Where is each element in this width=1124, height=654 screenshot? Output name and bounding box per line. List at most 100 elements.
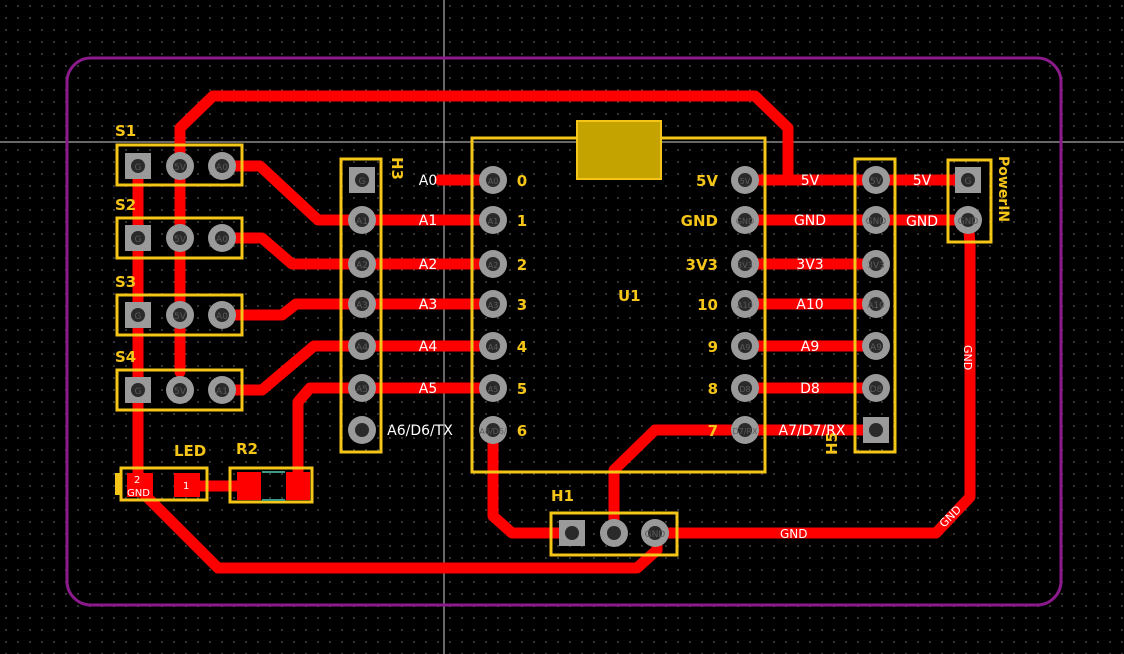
h5-pin-4[interactable]: A10 <box>862 290 890 318</box>
u1-pin-number-4: 4 <box>517 338 527 356</box>
h5-pin-2[interactable]: GND <box>862 206 890 234</box>
s2-pin-3[interactable]: A0 <box>208 224 236 252</box>
s4-pin-1[interactable]: G <box>125 377 151 403</box>
u1-right-pin-3-text: 3V3 <box>737 261 753 270</box>
h3-pin-7[interactable] <box>348 416 376 444</box>
powerin-pin-2[interactable]: GND <box>954 206 982 234</box>
h3-pin-2[interactable]: A1 <box>348 206 376 234</box>
s1-pin-3[interactable]: A0 <box>208 152 236 180</box>
r2-pad-1[interactable] <box>237 472 261 500</box>
u1-left-pin-4[interactable]: A4 <box>479 332 507 360</box>
h3-pin-3[interactable]: A2 <box>348 250 376 278</box>
h3-pin-5[interactable]: A4 <box>348 332 376 360</box>
u1-left-pin-6[interactable]: A6/D6/ <box>479 416 507 444</box>
h5-pin-4-text: A10 <box>867 301 885 311</box>
h3-label: H3 <box>388 157 406 180</box>
led-pad-2-number: 2 <box>134 475 140 486</box>
u1-right-pin-6[interactable]: D8 <box>731 374 759 402</box>
h5-pin-3[interactable]: 3V3 <box>862 250 890 278</box>
gnd-vertical-trace-label: GND <box>961 345 974 370</box>
s2-pin-2-text: 5V <box>174 235 187 245</box>
u1-right-net-2: GND <box>794 213 826 229</box>
s4-pin-2[interactable]: 5V <box>166 376 194 404</box>
u1-left-pin-5[interactable]: A5 <box>479 374 507 402</box>
u1-right-pin-7[interactable]: D7/RX <box>731 416 759 444</box>
u1-right-pin-2[interactable]: GND <box>731 206 759 234</box>
s2-pin-2[interactable]: 5V <box>166 224 194 252</box>
s1-pin-2-text: 5V <box>174 163 187 173</box>
u1-left-pin-0[interactable]: A0 <box>479 166 507 194</box>
s3-pin-2[interactable]: 5V <box>166 301 194 329</box>
h5-pin-1[interactable]: 5V <box>862 166 890 194</box>
u1-left-pin-1[interactable]: A1 <box>479 206 507 234</box>
u1-left-pin-3[interactable]: A3 <box>479 290 507 318</box>
h3-pin-6[interactable]: A5 <box>348 374 376 402</box>
h1-pin-2[interactable] <box>600 519 628 547</box>
h1-pin-1[interactable] <box>559 520 585 546</box>
u1-pin-number-6: 6 <box>517 422 527 440</box>
h3-pin-6-text: A5 <box>356 385 368 395</box>
s3-pin-1[interactable]: G <box>125 302 151 328</box>
s3-pin-3[interactable]: A0 <box>208 301 236 329</box>
r2-outline <box>228 466 314 504</box>
h5-pin-6[interactable]: D8 <box>862 374 890 402</box>
s1-pin-2[interactable]: 5V <box>166 152 194 180</box>
powerin-net-gnd: GND <box>906 214 938 230</box>
u1-left-pin-2[interactable]: A2 <box>479 250 507 278</box>
u1-net-6: A6/D6/TX <box>387 423 453 439</box>
led-pad-1[interactable] <box>174 473 200 497</box>
u1-net-0: A0 <box>419 173 437 189</box>
h3-pin-3-text: A2 <box>356 261 368 271</box>
u1-right-net-4: A10 <box>796 297 823 313</box>
u1-left-pin-0-text: A0 <box>488 177 499 186</box>
u1-net-4: A4 <box>419 339 438 355</box>
u1-pin-number-2: 2 <box>517 256 527 274</box>
u1-left-pin-2-text: A2 <box>488 261 499 270</box>
powerin-outline <box>946 158 993 244</box>
u1-pin-name-3: 3V3 <box>686 256 718 274</box>
s2-outline <box>115 216 244 260</box>
u1-left-pin-6-text: A6/D6/ <box>479 427 507 436</box>
h3-pin-1[interactable]: G <box>349 167 375 193</box>
u1-right-net-1: 5V <box>801 173 820 189</box>
u1-pin-name-5: 9 <box>708 338 718 356</box>
s4-pin-3[interactable]: A1 <box>208 376 236 404</box>
s3-outline <box>115 293 244 337</box>
h3-outline <box>339 157 383 454</box>
u1-right-pin-4[interactable]: A10 <box>731 290 759 318</box>
h1-pin-3[interactable]: GND <box>641 519 669 547</box>
u1-left-pin-4-text: A4 <box>488 343 499 352</box>
r2-label: R2 <box>236 440 258 458</box>
h5-pin-7[interactable] <box>863 417 889 443</box>
led-pad-1-number: 1 <box>183 481 189 492</box>
u1-right-net-3: 3V3 <box>796 257 823 273</box>
h5-pin-5[interactable]: A9 <box>862 332 890 360</box>
led-pad-2[interactable] <box>127 473 153 497</box>
s1-label: S1 <box>115 122 136 140</box>
h5-pin-2-text: GND <box>866 217 887 227</box>
r2-pad-2[interactable] <box>286 472 310 500</box>
s1-pin-1-text: G <box>135 163 142 173</box>
u1-pin-number-0: 0 <box>517 172 527 190</box>
u1-right-pin-1[interactable]: 5V <box>731 166 759 194</box>
u1-right-pin-5[interactable]: A9 <box>731 332 759 360</box>
u1-left-pin-1-text: A1 <box>488 217 499 226</box>
usb-connector[interactable] <box>576 120 662 180</box>
u1-right-net-7: A7/D7/RX <box>779 423 846 439</box>
powerin-pin-1-text: G <box>965 177 972 187</box>
u1-right-pin-4-text: A10 <box>737 301 753 310</box>
h5-pin-1-text: 5V <box>870 177 883 187</box>
u1-right-pin-7-text: D7/RX <box>733 427 759 436</box>
h3-pin-4[interactable]: A3 <box>348 290 376 318</box>
powerin-pin-1[interactable]: G <box>955 167 981 193</box>
u1-label: U1 <box>618 287 641 305</box>
u1-right-pin-3[interactable]: 3V3 <box>731 250 759 278</box>
s2-pin-1[interactable]: G <box>125 225 151 251</box>
u1-right-pin-2-text: GND <box>736 217 754 226</box>
s1-pin-1[interactable]: G <box>125 153 151 179</box>
u1-pin-name-2: GND <box>681 212 718 230</box>
h1-label: H1 <box>551 487 574 505</box>
s4-pin-3-text: A1 <box>216 387 228 397</box>
led-polarity-mark <box>115 473 120 495</box>
